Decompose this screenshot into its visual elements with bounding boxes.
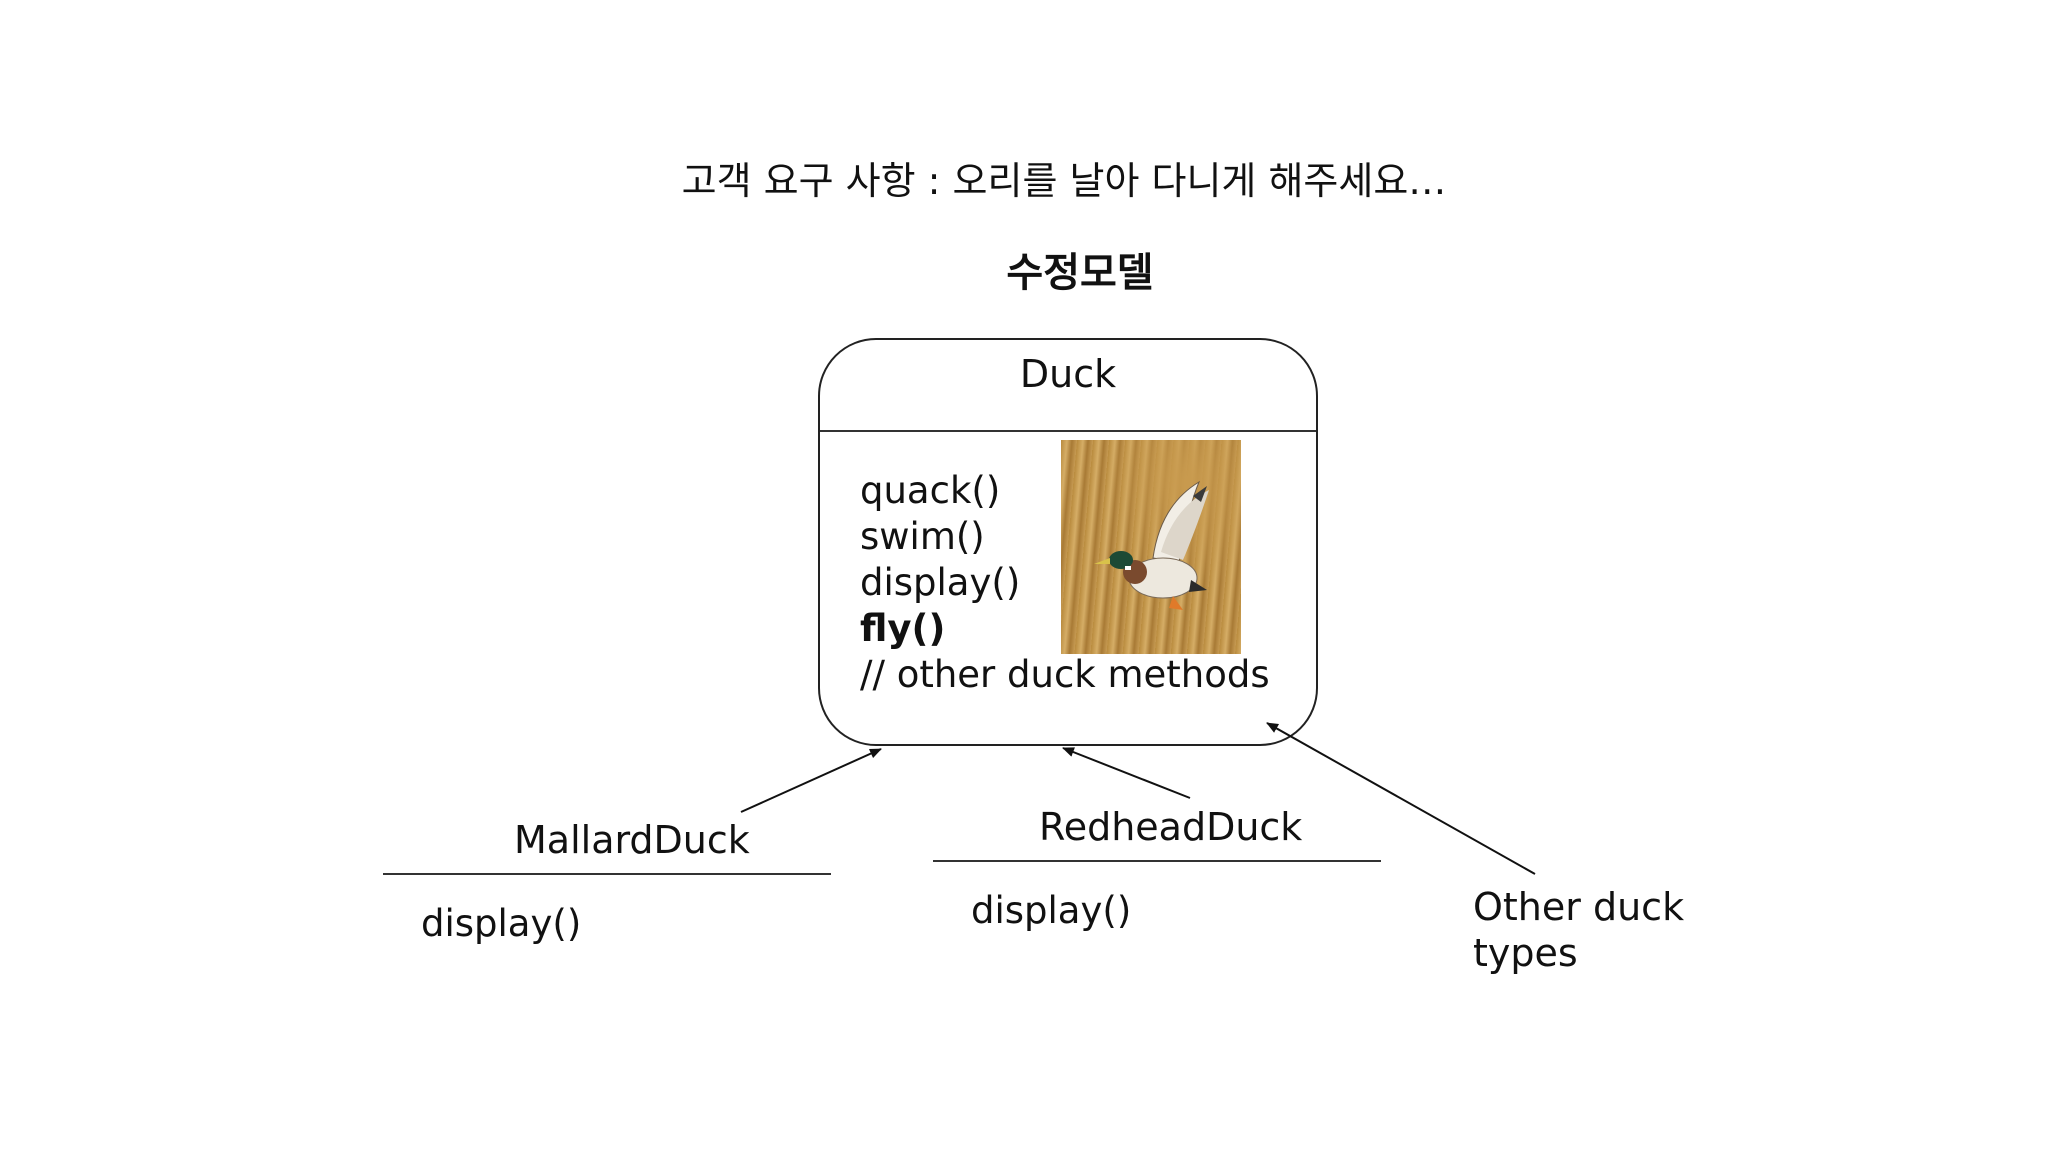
mallard-duck-divider [383,873,831,875]
redhead-duck-name: RedheadDuck [1039,805,1303,849]
mallard-duck-name: MallardDuck [514,818,750,862]
other-duck-types-label: Other duck types [1473,884,1684,976]
other-types-line2: types [1473,931,1578,975]
method-display: display() [860,561,1021,604]
mallard-duck-method: display() [421,902,582,945]
other-types-line1: Other duck [1473,885,1685,929]
duck-drawing [1094,480,1209,610]
duck-class-divider [820,430,1316,432]
method-comment: // other duck methods [860,653,1270,696]
method-fly: fly() [860,607,946,650]
method-quack: quack() [860,469,1001,512]
flying-duck-photo [1061,440,1241,654]
duck-method-list: quack() swim() display() fly() // other … [860,468,1270,698]
requirement-text: 고객 요구 사항 : 오리를 날아 다니게 해주세요… [681,159,1447,203]
duck-class-name: Duck [1019,352,1117,396]
redhead-inheritance-arrow [1062,747,1191,799]
redhead-duck-divider [933,860,1381,862]
method-swim: swim() [860,515,985,558]
model-title: 수정모델 [1006,250,1154,296]
redhead-duck-method: display() [971,889,1132,932]
mallard-inheritance-arrow [740,748,882,813]
other-types-inheritance-arrow [1266,722,1536,875]
